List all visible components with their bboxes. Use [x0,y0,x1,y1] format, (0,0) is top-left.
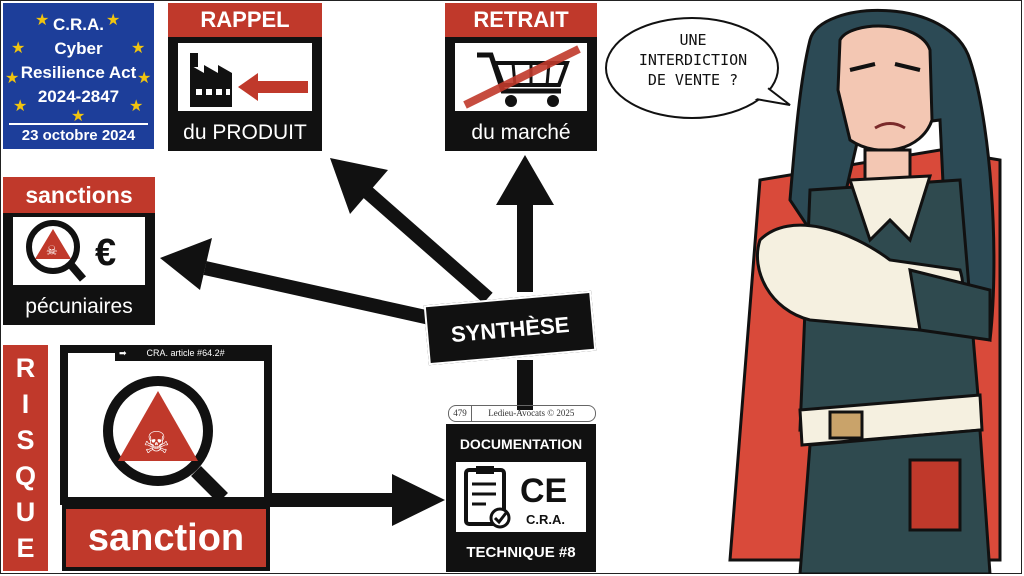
badge-line-4: 2024-2847 [37,87,120,106]
star-icon: ★ [13,96,27,115]
badge-date: 23 octobre 2024 [9,123,148,147]
magnifier-danger-icon: ☠ € [26,220,116,282]
arrowhead-doc [392,474,445,526]
eu-stars: ★ ★ ★ ★ ★ ★ ★ ★ ★ [5,10,151,123]
credit-text: Ledieu-Avocats © 2025 [488,408,575,418]
arrow-right-icon: ➡ [119,348,147,358]
retrait-subtitle: du marché [445,115,597,151]
rappel-illustration [178,43,312,111]
documentation-box: DOCUMENTATION CE C.R.A. TECHNIQUE #8 [446,424,596,572]
strike-icon [463,45,581,109]
bubble-line-2: INTERDICTION [638,51,748,69]
euro-icon: € [95,232,116,274]
retrait-title: RETRAIT [445,3,597,37]
retrait-box: RETRAIT du marché [445,3,597,151]
clipboard-check-icon: CE C.R.A. [464,466,567,529]
page-number: 479 [449,406,472,421]
cra-badge: ★ ★ ★ ★ ★ ★ ★ ★ ★ C.R.A. Cyber Resilienc… [3,3,154,149]
risque-column: R I S Q U E [3,345,48,571]
skull-icon: ☠ [143,426,170,461]
arrowhead-rappel [330,158,388,214]
bubble-line-3: DE VENTE ? [647,71,739,89]
sanctions-subtitle: pécuniaires [3,289,155,325]
credit-line: 479 Ledieu-Avocats © 2025 [448,405,596,422]
arrow-left-icon [238,73,308,101]
bubble-text: UNE INTERDICTION DE VENTE ? [618,30,768,90]
bubble-line-1: UNE [679,31,707,49]
arrow-to-rappel [360,184,493,304]
rappel-title: RAPPEL [168,3,322,37]
cra-mark: C.R.A. [526,512,565,527]
risque-tag-text: CRA. article #64.2# [146,348,225,358]
documentation-subtitle: TECHNIQUE #8 [466,544,576,561]
skull-icon: ☠ [46,244,58,259]
sanctions-illustration: ☠ € [13,217,145,285]
magnifier-skull-icon: ☠ [103,376,228,503]
risque-tag: ➡ CRA. article #64.2# [115,345,270,361]
star-icon: ★ [106,10,120,29]
risque-letter: Q [14,461,36,491]
risque-letter: S [16,425,35,455]
documentation-illustration: CE C.R.A. [456,462,586,532]
character-illustration [728,9,1002,574]
arrow-to-doc [255,458,400,507]
badge-line-2: Cyber [54,39,103,58]
rappel-box: RAPPEL du PRODUIT [168,3,322,151]
sanctions-box: sanctions ☠ € pécuniaires [3,177,155,325]
sanctions-title: sanctions [3,177,155,213]
risque-letter: U [15,497,36,527]
star-icon: ★ [11,38,25,57]
speech-bubble [605,17,791,119]
risque-letter: E [16,533,35,563]
star-icon: ★ [129,96,143,115]
arrowhead-sanctions [160,238,212,290]
star-icon: ★ [35,10,49,29]
star-icon: ★ [131,38,145,57]
factory-icon [190,53,308,107]
star-icon: ★ [71,106,85,123]
risque-frame: ☠ [60,345,272,505]
rappel-subtitle: du PRODUIT [168,115,322,151]
documentation-title: DOCUMENTATION [459,436,583,452]
risque-letter: R [15,353,36,383]
cart-icon [463,45,581,109]
star-icon: ★ [5,68,19,87]
risque-letter: I [21,389,30,419]
arrow-to-sanctions [203,261,432,325]
badge-line-3: Resilience Act [20,63,137,82]
sanction-label: sanction [62,505,270,571]
badge-line-1: C.R.A. [53,15,104,34]
retrait-illustration [455,43,587,111]
star-icon: ★ [137,68,151,87]
arrowhead-retrait [496,155,554,205]
ce-mark-icon: CE [520,472,567,510]
